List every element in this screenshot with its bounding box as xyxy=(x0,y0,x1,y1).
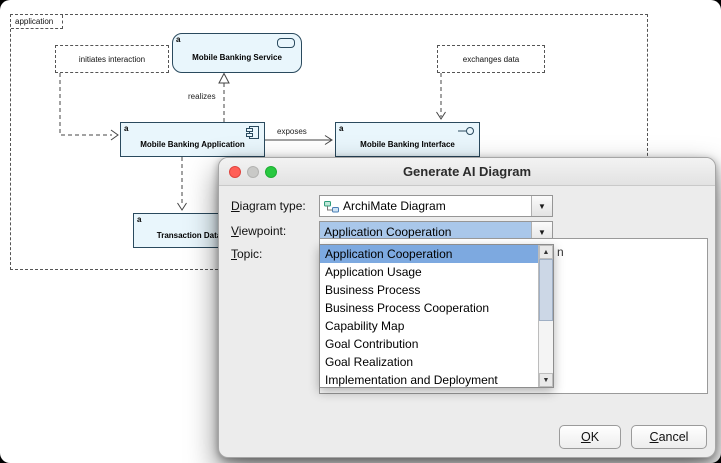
minimize-icon xyxy=(247,166,259,178)
viewpoint-label: Viewpoint: xyxy=(231,224,287,238)
dropdown-option[interactable]: Application Cooperation xyxy=(320,245,538,263)
dialog-titlebar[interactable]: Generate AI Diagram xyxy=(219,158,715,186)
dialog-title: Generate AI Diagram xyxy=(402,164,532,179)
ok-button[interactable]: OK xyxy=(559,425,621,449)
dropdown-option[interactable]: Goal Realization xyxy=(325,355,414,369)
dropdown-option[interactable]: Application Usage xyxy=(325,265,422,279)
dropdown-scrollbar[interactable]: ▲ ▼ xyxy=(538,245,553,387)
topic-label: Topic: xyxy=(231,247,263,261)
dropdown-option[interactable]: Goal Contribution xyxy=(325,337,419,351)
stereotype-badge: a xyxy=(137,215,142,224)
zoom-icon[interactable] xyxy=(265,166,277,178)
stereotype-badge: a xyxy=(124,124,129,133)
group-label: application xyxy=(11,15,64,29)
chevron-down-icon[interactable]: ▼ xyxy=(531,196,552,216)
node-mobile-banking-application[interactable]: a Mobile Banking Application xyxy=(120,122,265,157)
close-icon[interactable] xyxy=(229,166,241,178)
archimate-diagram-icon xyxy=(324,200,339,212)
diagram-type-value: ArchiMate Diagram xyxy=(343,199,446,213)
node-label: Mobile Banking Application xyxy=(140,139,245,149)
cancel-button[interactable]: Cancel xyxy=(631,425,707,449)
dropdown-option[interactable]: Capability Map xyxy=(325,319,405,333)
node-label: Mobile Banking Interface xyxy=(360,139,455,149)
scroll-up-icon[interactable]: ▲ xyxy=(539,245,553,259)
diagram-type-label: Diagram type: xyxy=(231,199,306,213)
note-initiates-interaction[interactable]: initiates interaction xyxy=(55,45,169,73)
stereotype-badge: a xyxy=(176,35,181,44)
stereotype-badge: a xyxy=(339,124,344,133)
scroll-down-icon[interactable]: ▼ xyxy=(539,373,553,387)
scrollbar-thumb[interactable] xyxy=(539,259,553,321)
diagram-type-combobox[interactable]: ArchiMate Diagram ▼ xyxy=(319,195,553,217)
generate-ai-diagram-dialog: Generate AI Diagram Diagram type: ArchiM… xyxy=(218,157,716,458)
node-mobile-banking-interface[interactable]: a Mobile Banking Interface xyxy=(335,122,480,157)
note-exchanges-data[interactable]: exchanges data xyxy=(437,45,545,73)
topic-text-fragment: n xyxy=(557,245,564,259)
interface-icon xyxy=(458,127,474,135)
node-label: Mobile Banking Service xyxy=(192,53,282,62)
dropdown-option[interactable]: Implementation and Deployment xyxy=(325,373,498,387)
service-icon xyxy=(277,38,295,48)
node-mobile-banking-service[interactable]: a Mobile Banking Service xyxy=(172,33,302,73)
dropdown-option-list: Application Cooperation Application Usag… xyxy=(320,245,538,387)
viewpoint-combobox[interactable]: Application Cooperation ▼ xyxy=(319,221,553,243)
edge-label-exposes: exposes xyxy=(277,127,307,136)
chevron-down-icon[interactable]: ▼ xyxy=(531,222,552,242)
edge-label-realizes: realizes xyxy=(188,92,216,101)
dropdown-option[interactable]: Business Process Cooperation xyxy=(325,301,490,315)
node-label: Transaction Data xyxy=(156,230,222,240)
dropdown-option[interactable]: Business Process xyxy=(325,283,421,297)
component-icon xyxy=(246,126,259,139)
viewpoint-value: Application Cooperation xyxy=(324,225,452,239)
viewpoint-dropdown-popup: Application Cooperation Application Usag… xyxy=(319,244,554,388)
